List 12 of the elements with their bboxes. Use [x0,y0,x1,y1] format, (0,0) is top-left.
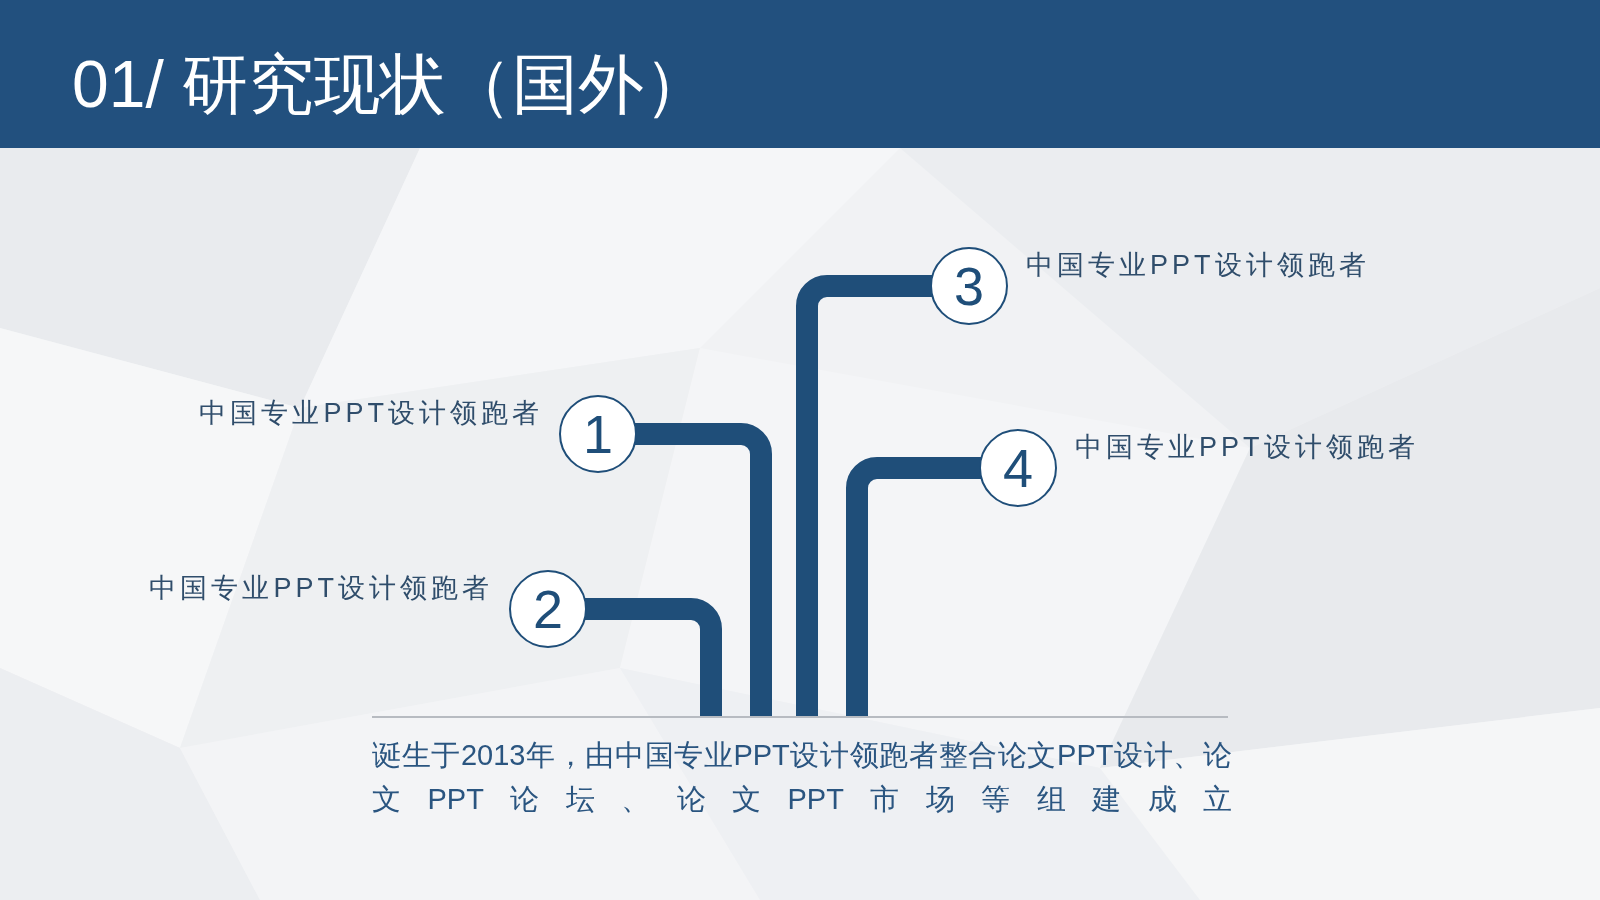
caption-text: 中国专业PPT设计领跑者 [199,397,543,430]
connector-pipe [846,457,981,716]
connector-pipe [635,423,772,716]
number-circle: 3 [930,247,1008,325]
caption-text: 中国专业PPT设计领跑者 [149,572,493,605]
body-paragraph: 诞生于2013年，由中国专业PPT设计领跑者整合论文PPT设计、论文PPT论坛、论文PPT市场等组建成立 [372,738,1232,817]
slide-title: 01/ 研究现状（国外） [72,46,711,123]
connector-pipe [796,275,932,716]
caption-text: 中国专业PPT设计领跑者 [1075,431,1419,464]
horizontal-rule [372,716,1228,718]
connector-pipe [585,598,722,716]
caption-text: 中国专业PPT设计领跑者 [1026,249,1370,282]
